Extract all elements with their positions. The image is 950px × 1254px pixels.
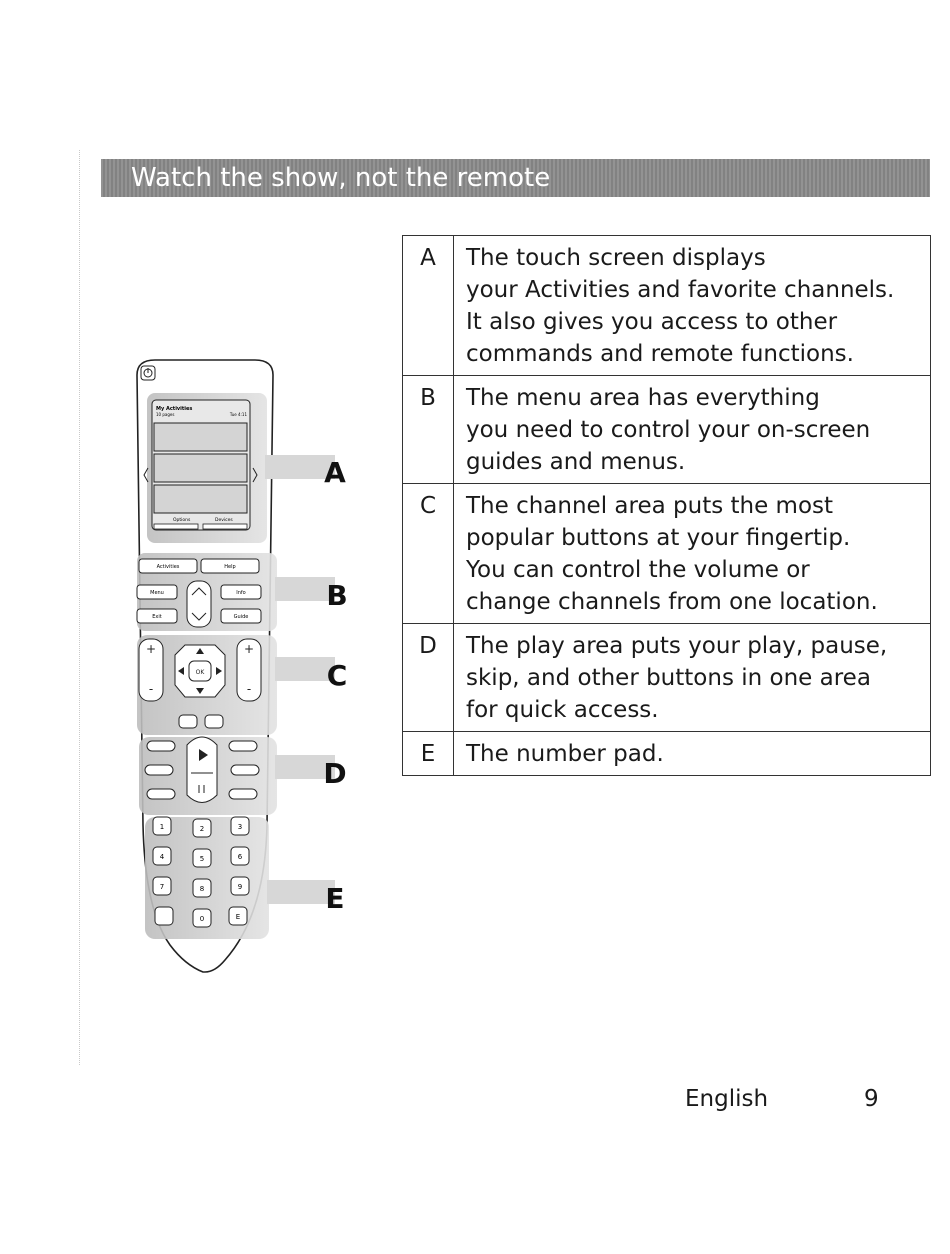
svg-text:4: 4 [160,853,165,861]
svg-text:2: 2 [200,825,204,833]
svg-text:5: 5 [200,855,204,863]
row-letter: E [402,731,454,776]
svg-text:-: - [149,682,153,696]
row-description: The number pad. [453,731,931,776]
svg-text:Activities: Activities [157,564,180,570]
svg-text:Devices: Devices [215,517,233,523]
row-description: The channel area puts the most popular bu… [453,483,931,624]
description-line: The touch screen displays [466,245,766,271]
svg-text:+: + [244,642,254,656]
svg-text:8: 8 [200,885,204,893]
table-row: A The touch screen displays your Activitie… [402,235,931,376]
svg-text:Info: Info [236,590,245,596]
svg-text:+: + [146,642,156,656]
section-title: Watch the show, not the remote [131,163,551,193]
section-banner: Watch the show, not the remote [101,159,930,197]
svg-text:My Activities: My Activities [156,406,192,412]
svg-text:Tue 4:11: Tue 4:11 [229,412,248,417]
row-description: The play area puts your play, pause, skip… [453,623,931,732]
remote-illustration: A B C D E My Activities 10 pages Tue 4:1… [136,359,348,973]
row-letter: B [402,375,454,484]
callout-c: C [327,659,348,692]
callout-d: D [323,757,346,790]
table-row: C The channel area puts the most popular b… [402,483,931,624]
svg-text:7: 7 [160,883,164,891]
description-line: The play area puts your play, pause, [466,633,888,659]
svg-text:OK: OK [196,669,206,676]
svg-text:Guide: Guide [234,614,249,620]
menu-area: Activities Help Menu Info Exit Guide [136,558,262,628]
description-line: for quick access. [466,697,659,723]
description-line: guides and menus. [466,449,686,475]
description-table: A The touch screen displays your Activitie… [402,235,931,776]
svg-text:1: 1 [160,823,164,831]
svg-text:Help: Help [224,564,235,570]
description-line: popular buttons at your fingertip. [466,525,851,551]
channel-area: + - + - OK [138,638,262,729]
description-line: The number pad. [466,741,664,767]
table-row: E The number pad. [402,731,931,776]
callout-e: E [325,882,344,915]
svg-text:E: E [236,913,240,921]
row-description: The touch screen displays your Activities… [453,235,931,376]
callout-b: B [326,579,347,612]
row-letter: A [402,235,454,376]
callout-a: A [324,456,346,489]
svg-text:Exit: Exit [152,614,162,620]
page-margin-rule [79,150,80,1065]
svg-text:3: 3 [238,823,242,831]
svg-text:Options: Options [173,517,191,523]
description-line: you need to control your on-screen [466,417,871,443]
row-description: The menu area has everything you need to … [453,375,931,484]
svg-text:0: 0 [200,915,204,923]
description-line: commands and remote functions. [466,341,854,367]
table-row: D The play area puts your play, pause, ski… [402,623,931,732]
description-line: You can control the volume or [466,557,810,583]
svg-text:9: 9 [238,883,242,891]
row-letter: C [402,483,454,624]
description-line: your Activities and favorite channels. [466,277,895,303]
description-line: change channels from one location. [466,589,878,615]
svg-text:Menu: Menu [150,590,164,596]
description-line: skip, and other buttons in one area [466,665,871,691]
row-letter: D [402,623,454,732]
touch-screen: My Activities 10 pages Tue 4:11 Options … [143,399,258,531]
description-line: It also gives you access to other [466,309,838,335]
number-pad: 1 2 3 4 5 6 7 8 9 0 E [152,816,250,928]
power-button [140,365,156,381]
play-area [144,736,260,803]
description-line: The channel area puts the most [466,493,834,519]
footer-language: English [685,1086,769,1112]
page-number: 9 [864,1086,879,1112]
svg-text:-: - [247,682,251,696]
svg-text:10 pages: 10 pages [156,412,174,417]
svg-text:6: 6 [238,853,243,861]
description-line: The menu area has everything [466,385,820,411]
table-row: B The menu area has everything you need to… [402,375,931,484]
